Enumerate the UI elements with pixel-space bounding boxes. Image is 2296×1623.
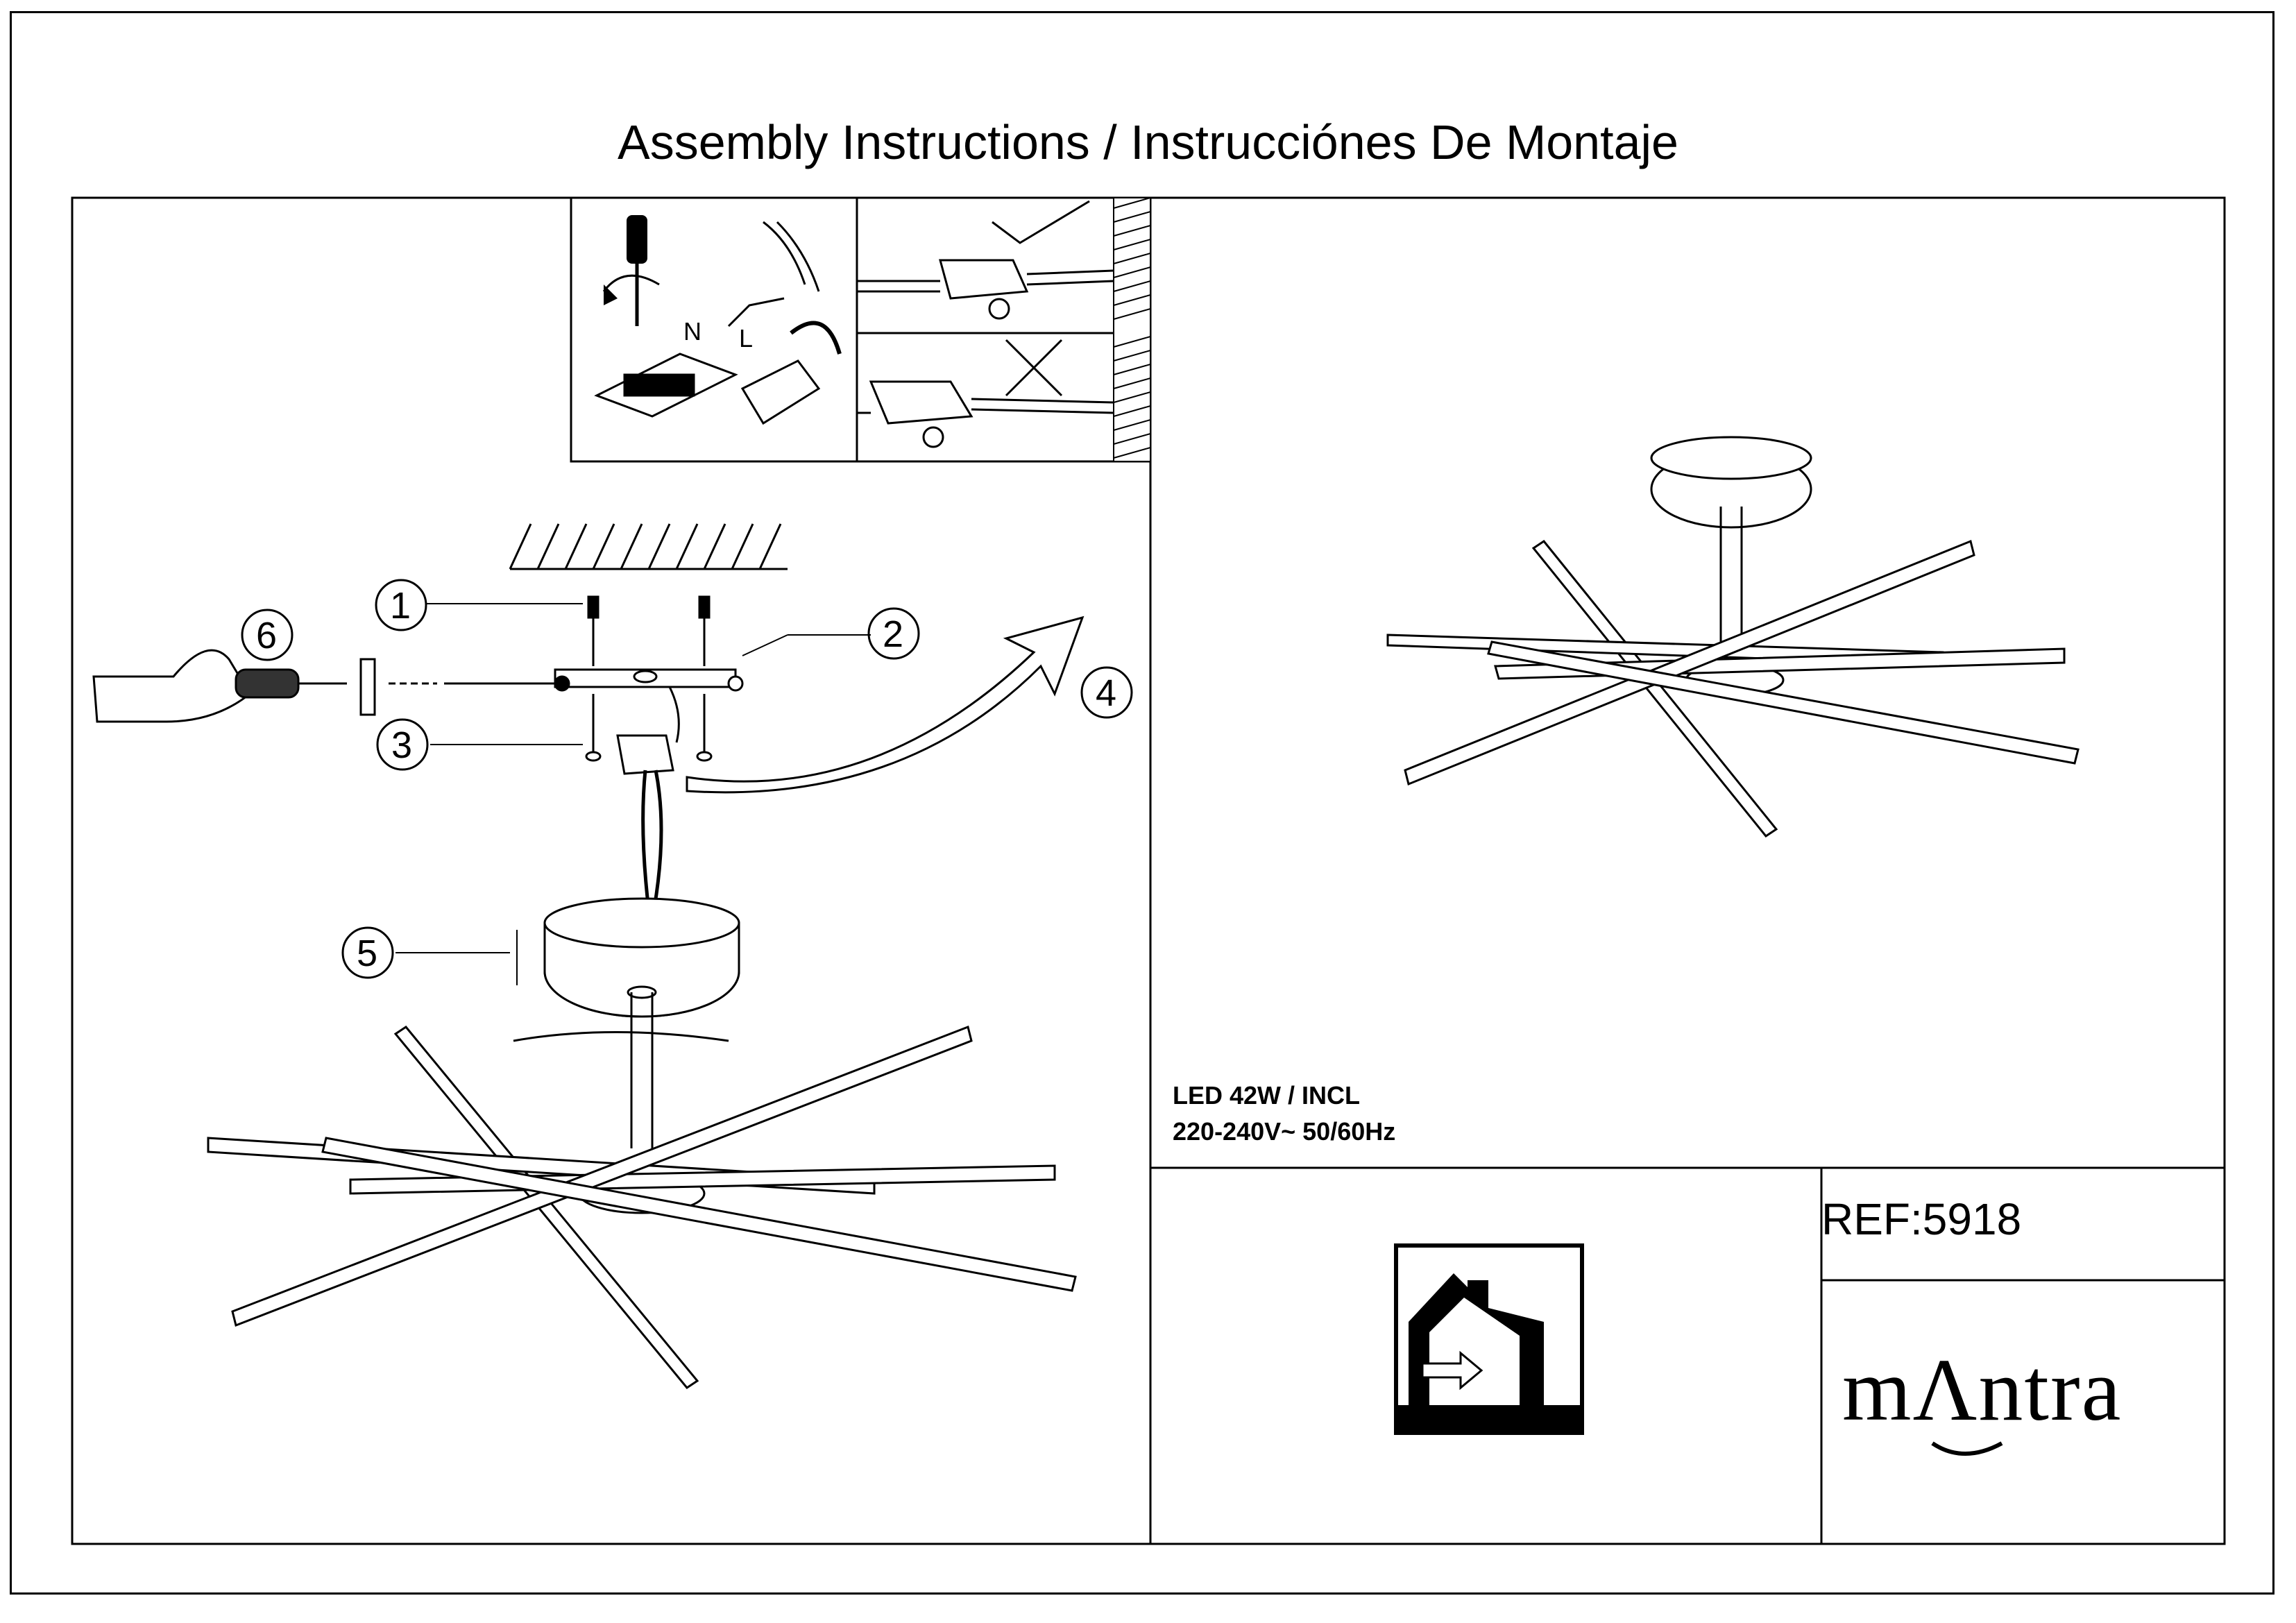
- ceiling-lamp-illustration: [1386, 436, 2080, 838]
- page-title: Assembly Instructions / Instrucciónes De…: [618, 115, 1678, 169]
- screwdriver-icon: [602, 215, 660, 326]
- spec-power: LED 42W / INCL: [1173, 1081, 1361, 1110]
- reference-number: REF:5918: [1821, 1194, 2022, 1244]
- check-mark-icon: [992, 200, 1090, 244]
- wiring-inset: N L: [570, 196, 1152, 463]
- hand-screwdriver-illustration: [92, 649, 555, 723]
- page-frame: [10, 11, 2274, 1595]
- assembly-lamp-illustration: [207, 897, 1077, 1390]
- callout-5: 5: [357, 933, 378, 974]
- spec-voltage: 220-240V~ 50/60Hz: [1173, 1117, 1396, 1146]
- callout-4: 4: [1096, 672, 1117, 714]
- cross-mark-icon: [1005, 339, 1063, 397]
- indoor-use-house-icon: [1394, 1243, 1584, 1435]
- svg-text:L: L: [739, 324, 753, 352]
- svg-text:N: N: [683, 317, 701, 346]
- callout-1: 1: [390, 585, 411, 627]
- callout-6: 6: [256, 615, 278, 656]
- brand-logo: mΛntra: [1842, 1341, 2123, 1439]
- ceiling-hatch: [509, 523, 788, 570]
- callout-3: 3: [391, 724, 413, 766]
- rotate-arrow-4: [686, 615, 1085, 794]
- callout-2: 2: [883, 613, 904, 655]
